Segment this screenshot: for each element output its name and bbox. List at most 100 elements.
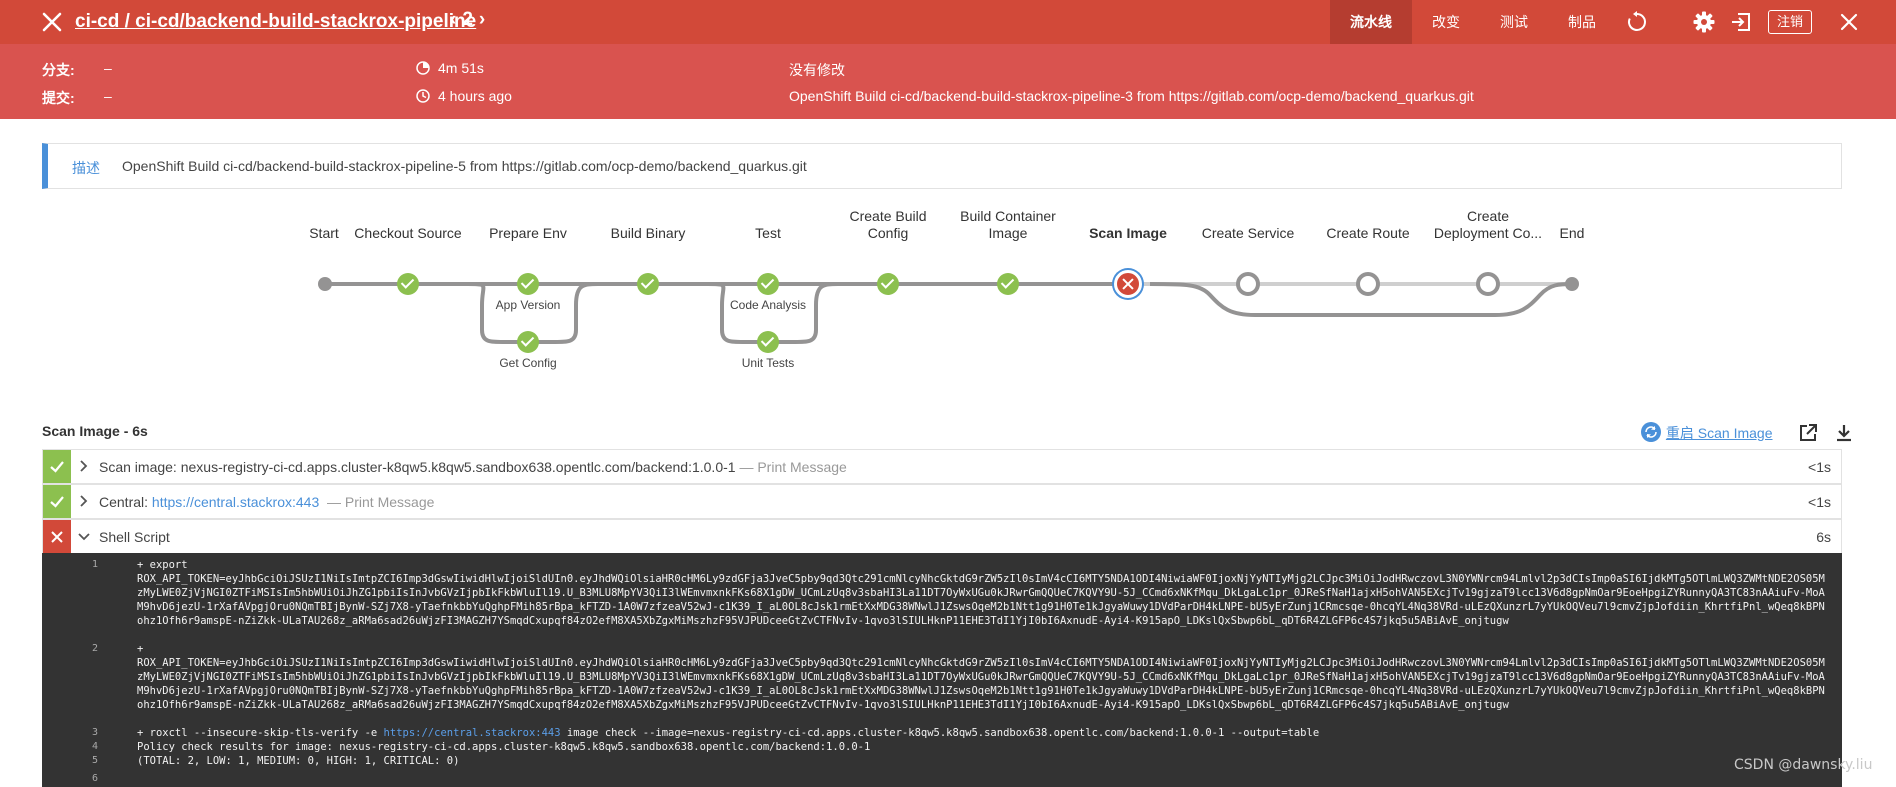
- description-label: 描述: [72, 160, 100, 176]
- chevron-right-icon[interactable]: [79, 494, 89, 508]
- replay-icon[interactable]: [1625, 10, 1649, 34]
- sub-label-unit-tests: Unit Tests: [741, 356, 795, 370]
- top-bar: ci-cd / ci-cd/backend-build-stackrox-pip…: [0, 0, 1896, 44]
- log-step-row[interactable]: Scan image: nexus-registry-ci-cd.apps.cl…: [42, 449, 1842, 484]
- line-text: + export ROX_API_TOKEN=eyJhbGciOiJSUzI1N…: [137, 559, 1825, 627]
- stage-label-prepare-env: Prepare Env: [489, 225, 567, 241]
- tab-bar: 流水线 改变 测试 制品: [1330, 0, 1616, 44]
- stage-node-create-build-config[interactable]: [877, 273, 899, 295]
- chevron-down-icon[interactable]: [77, 531, 91, 543]
- description-text: OpenShift Build ci-cd/backend-build-stac…: [122, 158, 807, 174]
- stage-label-create-route: Create Route: [1326, 225, 1410, 241]
- line-number: 3: [92, 727, 99, 738]
- log-step-text: Scan image: nexus-registry-ci-cd.apps.cl…: [99, 459, 847, 475]
- end-node: [1565, 277, 1579, 291]
- start-time: 4 hours ago: [416, 88, 512, 104]
- restart-stage-link[interactable]: 重启 Scan Image: [1665, 425, 1773, 441]
- watermark: CSDN @dawnsky.liu: [1734, 757, 1873, 773]
- chevron-right-icon[interactable]: ›: [478, 9, 486, 30]
- stage-label-create-deployment: Create Deployment Co...: [1433, 208, 1543, 241]
- pipeline-connectors: [325, 282, 1573, 344]
- stage-node-build-container-image[interactable]: [997, 273, 1019, 295]
- log-step-row[interactable]: Central: https://central.stackrox:443 — …: [42, 484, 1842, 519]
- tab-pipeline[interactable]: 流水线: [1330, 0, 1412, 44]
- log-actions: 重启 Scan Image: [1640, 421, 1854, 443]
- log-step-duration: 6s: [1816, 529, 1831, 545]
- stage-label-create-build-config: Create Build Config: [849, 208, 927, 241]
- central-url-link[interactable]: https://central.stackrox:443: [383, 727, 561, 739]
- log-step-duration: <1s: [1808, 459, 1831, 475]
- restart-icon[interactable]: [1640, 421, 1662, 443]
- commit-value: –: [104, 88, 112, 104]
- stage-node-build-binary[interactable]: [637, 273, 659, 295]
- stage-node-scan-image[interactable]: [1114, 270, 1142, 298]
- run-navigator: ‹2›: [444, 9, 491, 31]
- success-status-icon: [43, 450, 71, 483]
- chevron-right-icon[interactable]: [79, 459, 89, 473]
- log-title: Scan Image - 6s: [42, 423, 148, 439]
- stage-node-create-deployment[interactable]: [1476, 272, 1500, 296]
- download-icon[interactable]: [1834, 423, 1854, 443]
- line-text: (TOTAL: 2, LOW: 1, MEDIUM: 0, HIGH: 1, C…: [137, 755, 460, 767]
- commit-label: 提交:: [42, 90, 75, 106]
- gear-icon[interactable]: [1692, 10, 1716, 34]
- stage-node-create-service[interactable]: [1236, 272, 1260, 296]
- stage-label-checkout-source: Checkout Source: [354, 225, 462, 241]
- log-step-duration: <1s: [1808, 494, 1831, 510]
- close-icon[interactable]: [1837, 10, 1861, 34]
- failed-status-icon: [43, 520, 71, 553]
- run-number: 2: [462, 9, 473, 30]
- line-text: + roxctl --insecure-skip-tls-verify -e h…: [137, 727, 1320, 739]
- log-step-row[interactable]: Shell Script 6s: [42, 519, 1842, 554]
- stage-label-scan-image: Scan Image: [1089, 225, 1167, 241]
- line-number: 1: [92, 559, 99, 570]
- chevron-left-icon[interactable]: ‹: [450, 9, 457, 30]
- timer-icon: [416, 61, 430, 75]
- line-number: 4: [92, 741, 99, 752]
- stage-label-build-container-image: Build Container Image: [960, 208, 1056, 241]
- line-number: 6: [92, 773, 99, 784]
- stage-node-checkout-source[interactable]: [397, 273, 419, 295]
- clock-icon: [416, 89, 430, 103]
- log-step-text: Shell Script: [99, 529, 170, 545]
- start-time-value: 4 hours ago: [438, 88, 512, 104]
- stage-node-code-analysis[interactable]: [757, 273, 779, 295]
- stage-label-end: End: [1559, 225, 1585, 241]
- stage-node-get-config[interactable]: [517, 331, 539, 353]
- stage-label-start: Start: [309, 225, 339, 241]
- stage-label-build-binary: Build Binary: [610, 225, 686, 241]
- stage-node-create-route[interactable]: [1356, 272, 1380, 296]
- tab-tests[interactable]: 测试: [1500, 14, 1528, 30]
- success-status-icon: [43, 485, 71, 518]
- sub-label-code-analysis: Code Analysis: [729, 298, 807, 312]
- central-url-link[interactable]: https://central.stackrox:443: [151, 494, 320, 510]
- exit-icon[interactable]: [1729, 10, 1753, 34]
- line-text: + ROX_API_TOKEN=eyJhbGciOiJSUzI1NiIsImtp…: [137, 643, 1825, 711]
- line-number: 2: [92, 643, 99, 654]
- stage-node-app-version[interactable]: [517, 273, 539, 295]
- branch-value: –: [104, 60, 112, 76]
- duration: 4m 51s: [416, 60, 484, 76]
- log-step-text: Central: https://central.stackrox:443 — …: [99, 494, 435, 510]
- tab-changes[interactable]: 改变: [1432, 14, 1460, 30]
- stage-label-test: Test: [755, 225, 781, 241]
- branch-label: 分支:: [42, 62, 75, 78]
- pipeline-title[interactable]: ci-cd / ci-cd/backend-build-stackrox-pip…: [75, 11, 477, 32]
- sub-label-get-config: Get Config: [499, 356, 557, 370]
- duration-value: 4m 51s: [438, 60, 484, 76]
- start-node: [318, 277, 332, 291]
- changes-text: 没有修改: [789, 62, 845, 78]
- line-text: Policy check results for image: nexus-re…: [137, 741, 871, 753]
- logout-button[interactable]: 注销: [1768, 10, 1813, 34]
- stage-label-create-service: Create Service: [1201, 225, 1295, 241]
- build-cause: OpenShift Build ci-cd/backend-build-stac…: [789, 88, 1474, 104]
- line-number: 5: [92, 755, 99, 766]
- pipeline-graph: Start Checkout Source Prepare Env Build …: [0, 208, 1896, 400]
- stage-node-unit-tests[interactable]: [757, 331, 779, 353]
- sub-label-app-version: App Version: [495, 298, 561, 312]
- open-external-icon[interactable]: [1798, 423, 1818, 443]
- tab-artifacts[interactable]: 制品: [1568, 14, 1596, 30]
- console-output: 1 + export ROX_API_TOKEN=eyJhbGciOiJSUzI…: [42, 553, 1842, 787]
- close-icon[interactable]: [40, 10, 64, 34]
- run-summary: 分支: – 提交: – 4m 51s 4 hours ago 没有修改 Open…: [0, 44, 1896, 119]
